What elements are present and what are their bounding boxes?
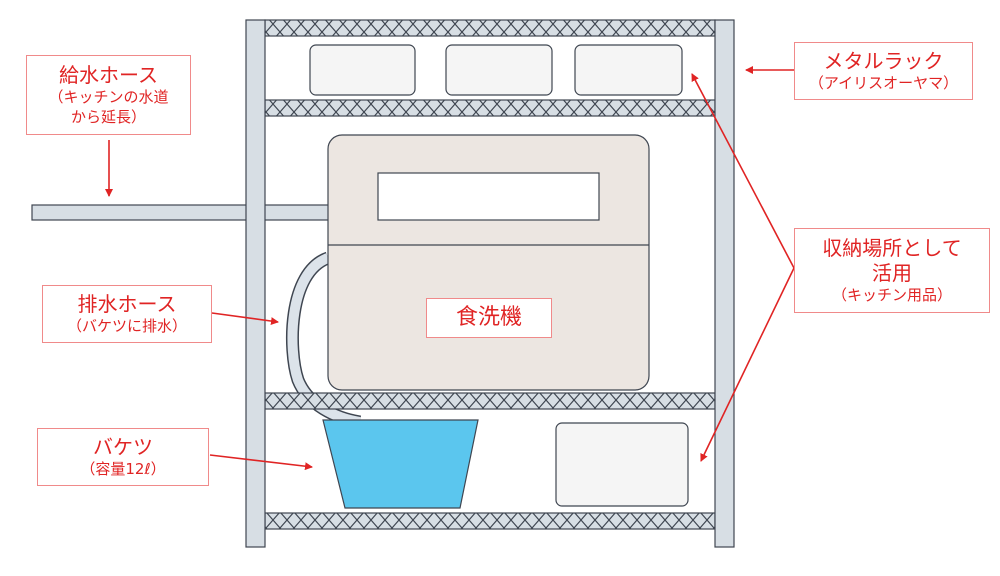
arrow-storage-top xyxy=(691,73,795,269)
label-storage-title1: 収納場所として xyxy=(822,235,962,260)
storage-bin-3 xyxy=(574,44,683,96)
arrow-drain-hose xyxy=(211,312,279,326)
label-dishwasher-title: 食洗機 xyxy=(455,305,522,331)
label-water-supply-hose: 給水ホース （キッチンの水道 から延長） xyxy=(26,55,191,135)
rack-shelf-upper xyxy=(264,99,716,117)
rack-post-left xyxy=(245,19,266,548)
label-water-supply-sub2: から延長） xyxy=(70,107,146,126)
storage-bin-bottom xyxy=(555,422,689,507)
label-bucket: バケツ （容量12ℓ） xyxy=(37,428,209,486)
label-storage-space: 収納場所として 活用 （キッチン用品） xyxy=(794,228,990,313)
label-water-supply-title: 給水ホース xyxy=(59,63,158,87)
label-storage-title2: 活用 xyxy=(872,260,912,285)
dishwasher-window xyxy=(377,172,600,221)
arrow-bucket xyxy=(209,454,313,471)
bucket xyxy=(322,419,479,509)
label-rack-title: メタルラック xyxy=(823,48,944,73)
label-drain-hose: 排水ホース （バケツに排水） xyxy=(42,285,212,343)
label-water-supply-sub1: （キッチンの水道 xyxy=(48,88,169,106)
label-metal-rack: メタルラック （アイリスオーヤマ） xyxy=(794,42,973,100)
rack-shelf-bottom xyxy=(264,512,716,530)
label-dishwasher: 食洗機 xyxy=(426,298,552,338)
rack-post-right xyxy=(714,19,735,548)
storage-bin-1 xyxy=(309,44,416,96)
supply-hose xyxy=(31,204,333,221)
label-bucket-sub: （容量12ℓ） xyxy=(80,459,166,478)
label-drain-title: 排水ホース xyxy=(77,291,177,316)
label-drain-sub: （バケツに排水） xyxy=(66,316,187,335)
arrow-storage-bottom xyxy=(700,267,795,462)
storage-bin-2 xyxy=(445,44,553,96)
label-bucket-title: バケツ xyxy=(93,434,153,459)
drain-hose xyxy=(287,253,361,427)
rack-shelf-middle xyxy=(264,392,716,410)
label-rack-sub: （アイリスオーヤマ） xyxy=(808,73,959,92)
label-storage-sub: （キッチン用品） xyxy=(831,285,952,304)
rack-shelf-top xyxy=(264,19,716,37)
